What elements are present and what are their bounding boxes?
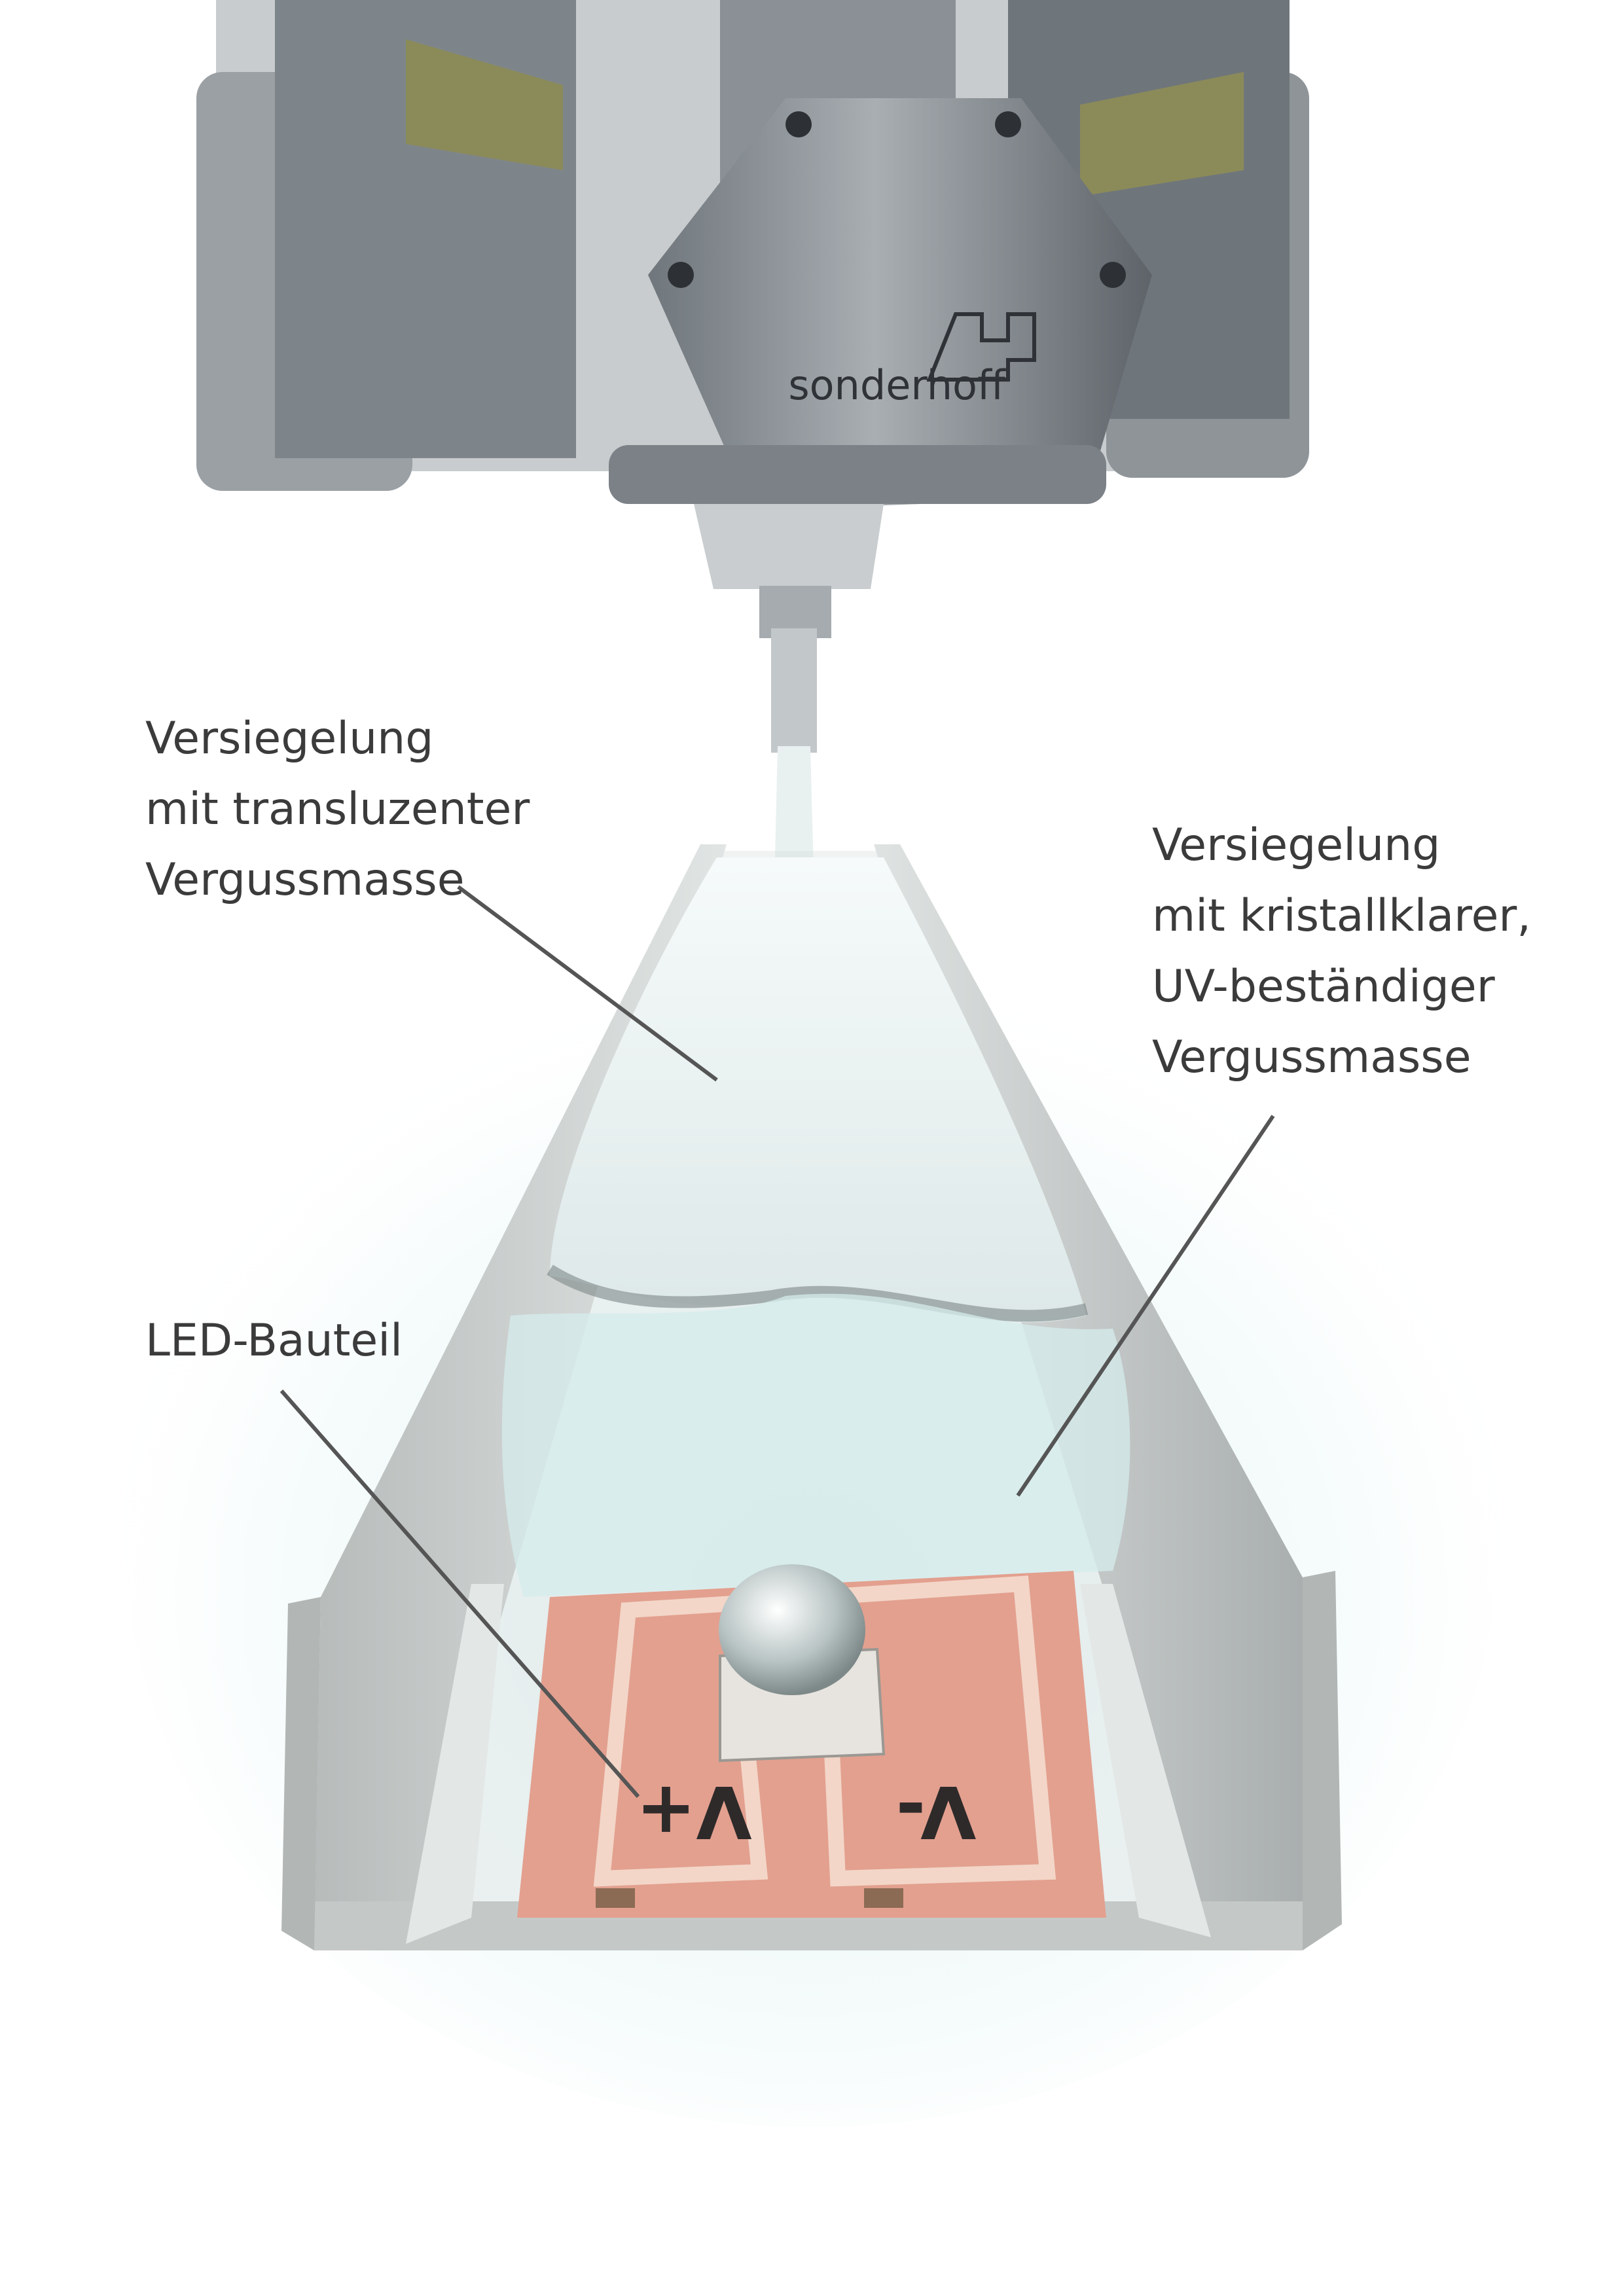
translucent-compound [550,857,1087,1323]
pcb-mark-plus: V+ [636,1770,751,1854]
gear-cover-plate [648,98,1152,511]
leader-line-clear [1016,1115,1275,1497]
label-led-component: LED-Bauteil [145,1315,403,1367]
leader-line-translucent [457,885,718,1082]
dispensing-head: sonderhoff [196,0,1309,753]
leader-line-led [280,1390,640,1798]
clear-compound [501,1293,1130,1597]
label-clear-compound: Versiegelung mit kristallklarer, UV-best… [1152,819,1531,1083]
nozzle [771,628,817,753]
brand-logo: sonderhoff [788,361,1006,409]
pcb-mark-minus: V- [896,1770,977,1854]
led-component [719,1564,886,1763]
label-translucent-compound: Versiegelung mit transluzenter Vergussma… [145,713,530,906]
